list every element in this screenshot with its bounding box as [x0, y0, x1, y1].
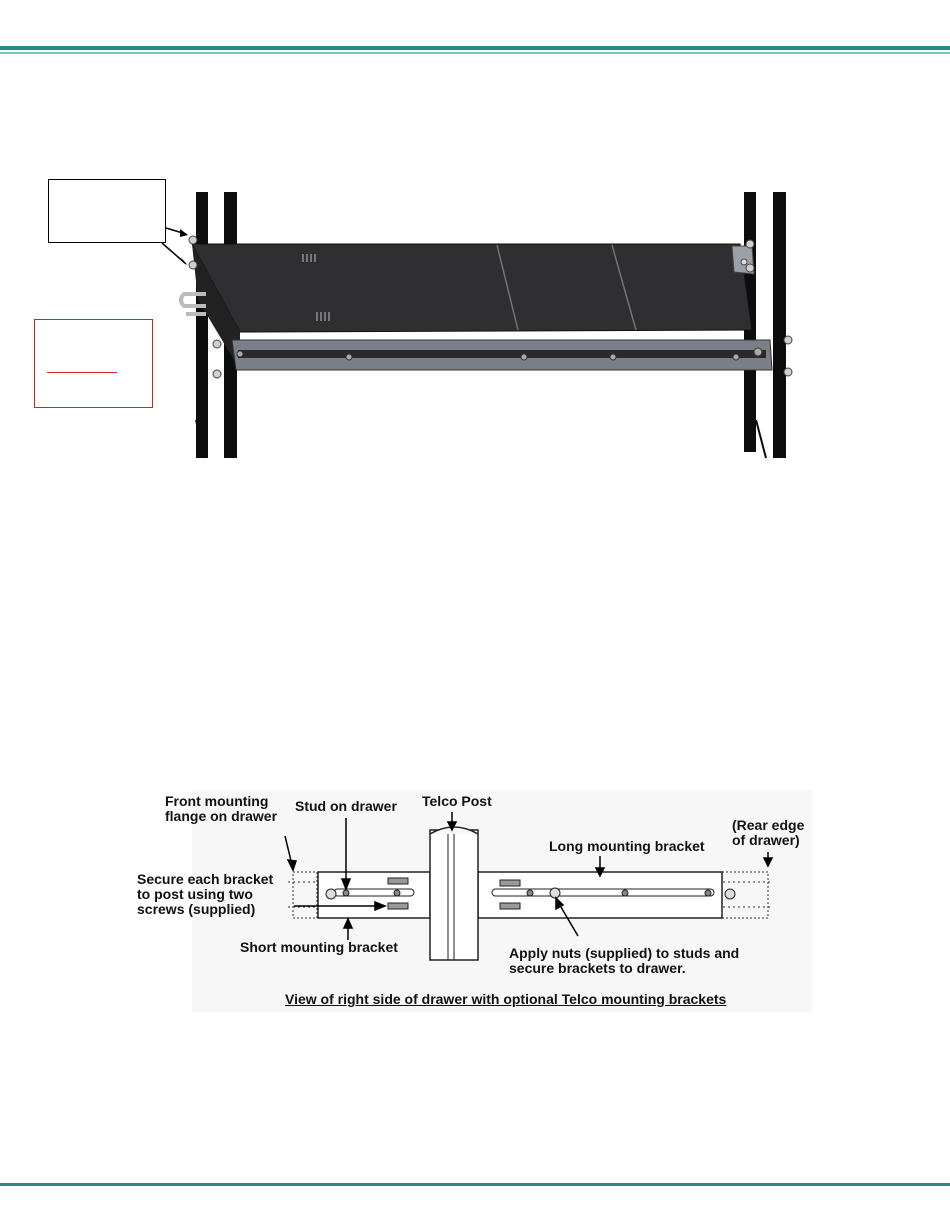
secure-label: Secure each bracket to post using two sc… — [137, 871, 274, 917]
figure-caption: View of right side of drawer with option… — [285, 991, 727, 1007]
telco-post-label: Telco Post — [422, 793, 492, 809]
vent-slots — [302, 254, 330, 321]
arrow-apply-nuts — [557, 901, 579, 937]
callout-box-black — [48, 179, 166, 243]
rack-post-left-rear — [196, 192, 208, 458]
callout-box-red — [34, 319, 153, 408]
apply-nuts-label: Apply nuts (supplied) to studs and secur… — [509, 945, 740, 976]
short-bracket-label: Short mounting bracket — [240, 939, 398, 955]
drawer-left-face — [192, 244, 240, 370]
screws — [387, 877, 521, 910]
header-rule-thin — [0, 52, 950, 54]
front-flange-outline — [292, 871, 318, 919]
callout-arrow-lower — [161, 242, 187, 265]
front-flange-label: Front mounting flange on drawer — [165, 793, 278, 824]
long-bracket-label: Long mounting bracket — [549, 838, 705, 854]
rail-screws — [236, 347, 763, 361]
drawer-top — [191, 243, 753, 333]
header-rule — [0, 46, 950, 50]
rear-edge-label: (Rear edge of drawer) — [732, 817, 805, 848]
footer-rule — [0, 1183, 950, 1186]
rack-drawer-illustration — [161, 192, 793, 459]
stud-label: Stud on drawer — [295, 798, 397, 814]
drawer-handle — [179, 292, 206, 308]
rack-post-right-front — [773, 192, 786, 458]
callout-red-underline — [47, 372, 117, 373]
telco-bracket-diagram — [284, 812, 774, 961]
